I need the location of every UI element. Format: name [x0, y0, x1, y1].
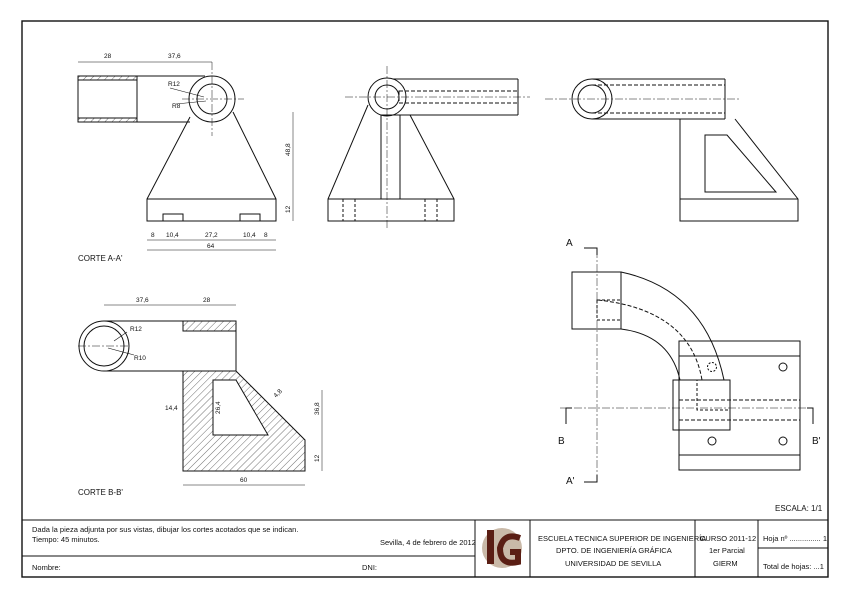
dim-28-a: 28 [104, 53, 112, 60]
hoja-label: Hoja nº ............... 1 [763, 534, 827, 543]
dim-60: 60 [240, 477, 248, 484]
dim-48-8: 48,8 [285, 143, 292, 156]
section-b-prime-label: B' [812, 436, 821, 447]
school-line-2: DPTO. DE INGENIERÍA GRÁFICA [556, 546, 672, 555]
radius-r8-a: R8 [172, 103, 181, 110]
dim-4-8: 4,8 [272, 388, 284, 400]
curso-text: CURSO 2011-12 [700, 534, 756, 543]
plan-labels: A A' B B' [558, 238, 821, 487]
dim-28-b: 28 [203, 297, 211, 304]
instructions-line-1: Dada la pieza adjunta por sus vistas, di… [32, 525, 298, 534]
dim-37-6-b: 37,6 [136, 297, 149, 304]
logo [482, 528, 522, 568]
dim-14-4: 14,4 [165, 405, 178, 412]
dim-12-a: 12 [285, 205, 292, 213]
nombre-label: Nombre: [32, 563, 61, 572]
total-hojas-label: Total de hojas: ...1 [763, 562, 824, 571]
section-b-label: B [558, 436, 565, 447]
front-view [77, 61, 294, 251]
school-line-3: UNIVERSIDAD DE SEVILLA [565, 559, 661, 568]
dim-12-b: 12 [314, 454, 321, 462]
corte-bb-label: CORTE B-B' [78, 488, 123, 497]
dim-27-2: 27,2 [205, 232, 218, 239]
section-bb-dims: 37,6 28 14,4 26,4 4,8 36,8 12 60 R12 R10 [130, 297, 321, 484]
dim-37-6-a: 37,6 [168, 53, 181, 60]
date-text: Sevilla, 4 de febrero de 2012 [380, 538, 476, 547]
dim-26-4: 26,4 [215, 401, 222, 414]
parcial-text: 1er Parcial [709, 546, 745, 555]
escala-label: ESCALA: 1/1 [775, 504, 823, 513]
radius-r12-a: R12 [168, 81, 180, 88]
dim-64: 64 [207, 243, 215, 250]
dim-10-4-a: 10,4 [166, 232, 179, 239]
radius-r10-b: R10 [134, 355, 146, 362]
section-a-prime-label: A' [566, 476, 575, 487]
corte-aa-label: CORTE A-A' [78, 254, 123, 263]
radius-r12-b: R12 [130, 326, 142, 333]
title-block [22, 519, 828, 577]
plan-view [560, 247, 814, 483]
dni-label: DNI: [362, 563, 377, 572]
section-bb-view [78, 304, 323, 486]
school-line-1: ESCUELA TECNICA SUPERIOR DE INGENIERÍA [538, 534, 706, 543]
dim-36-8: 36,8 [314, 402, 321, 415]
grado-text: GIERM [713, 559, 738, 568]
front-dims: 28 37,6 48,8 12 8 10,4 27,2 10,4 8 64 R1… [104, 53, 292, 250]
dim-8-b: 8 [264, 232, 268, 239]
dim-10-4-b: 10,4 [243, 232, 256, 239]
side-view [545, 78, 799, 222]
sheet-border [21, 20, 829, 578]
elevation-view [327, 66, 530, 230]
section-a-label: A [566, 238, 573, 249]
instructions-line-2: Tiempo: 45 minutos. [32, 535, 100, 544]
dim-8-a: 8 [151, 232, 155, 239]
